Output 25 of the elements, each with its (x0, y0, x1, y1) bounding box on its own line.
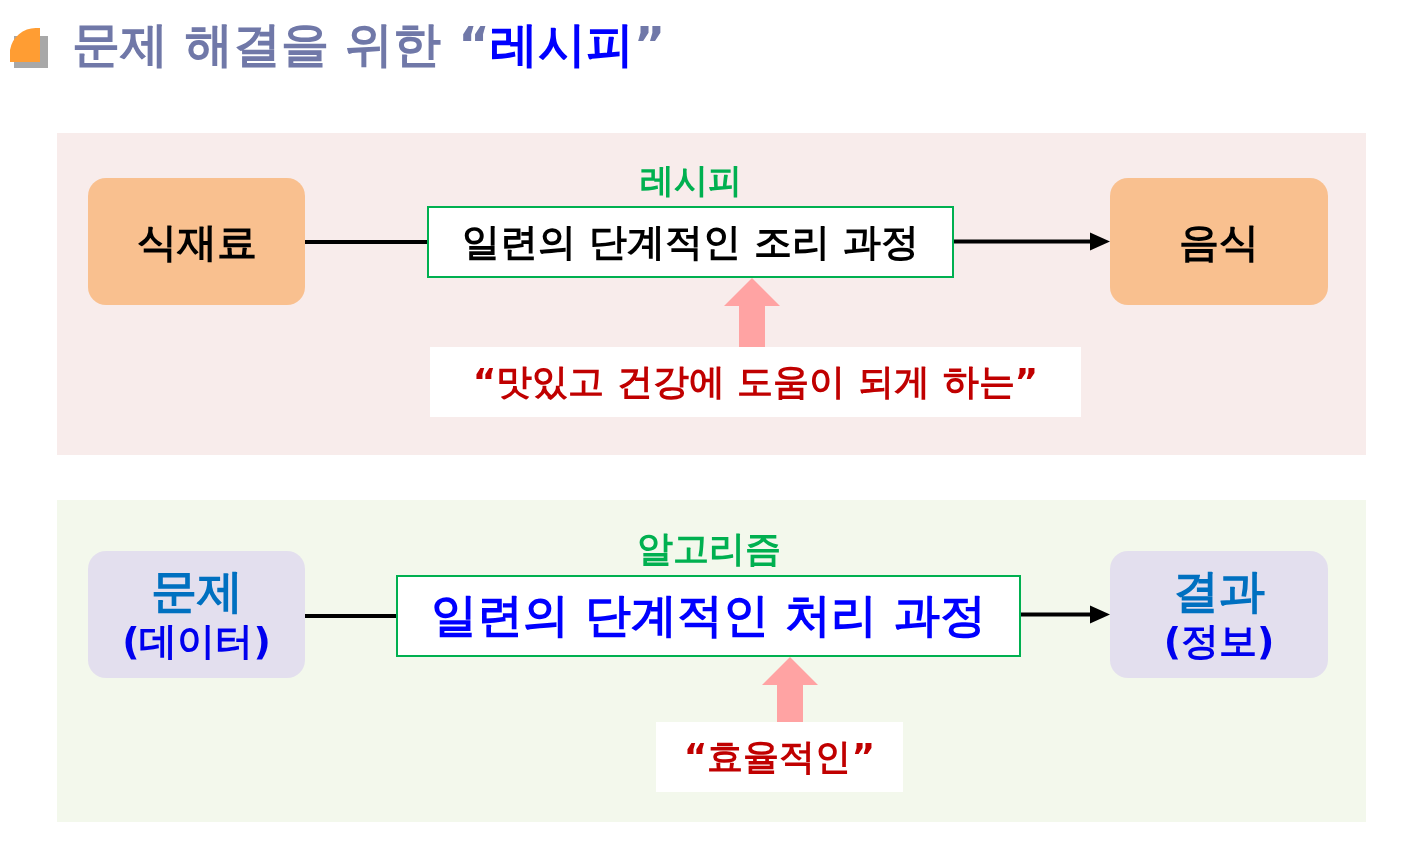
box-subtext: (데이터) (122, 619, 271, 665)
box-text: 결과 (1173, 564, 1265, 620)
note-box (430, 347, 1081, 417)
box-text: 문제 (150, 564, 243, 620)
box-text: 식재료 (136, 217, 257, 266)
box-text: “효율적인” (683, 735, 876, 779)
title: 문제 해결을 위한 “레시피” (72, 15, 666, 74)
block-arrow (724, 278, 780, 347)
rounded-box (88, 551, 305, 678)
heading: 알고리즘 (635, 527, 782, 571)
box-text: 음식 (1179, 217, 1259, 266)
connector-line (305, 240, 427, 244)
note-box (656, 722, 903, 792)
rounded-box (1110, 178, 1328, 305)
heading: 레시피 (638, 159, 743, 202)
rounded-box (88, 178, 305, 305)
box-text: “맛있고 건강에 도움이 되게 하는” (472, 360, 1039, 404)
box-text: 일련의 단계적인 처리 과정 (431, 587, 986, 644)
rounded-box (1110, 551, 1328, 678)
box-subtext: (정보) (1163, 619, 1275, 665)
connector-line (305, 614, 396, 618)
arrow (954, 232, 1110, 251)
box-text: 일련의 단계적인 조리 과정 (461, 218, 920, 266)
block-arrow (762, 657, 818, 722)
arrow (1021, 605, 1110, 624)
